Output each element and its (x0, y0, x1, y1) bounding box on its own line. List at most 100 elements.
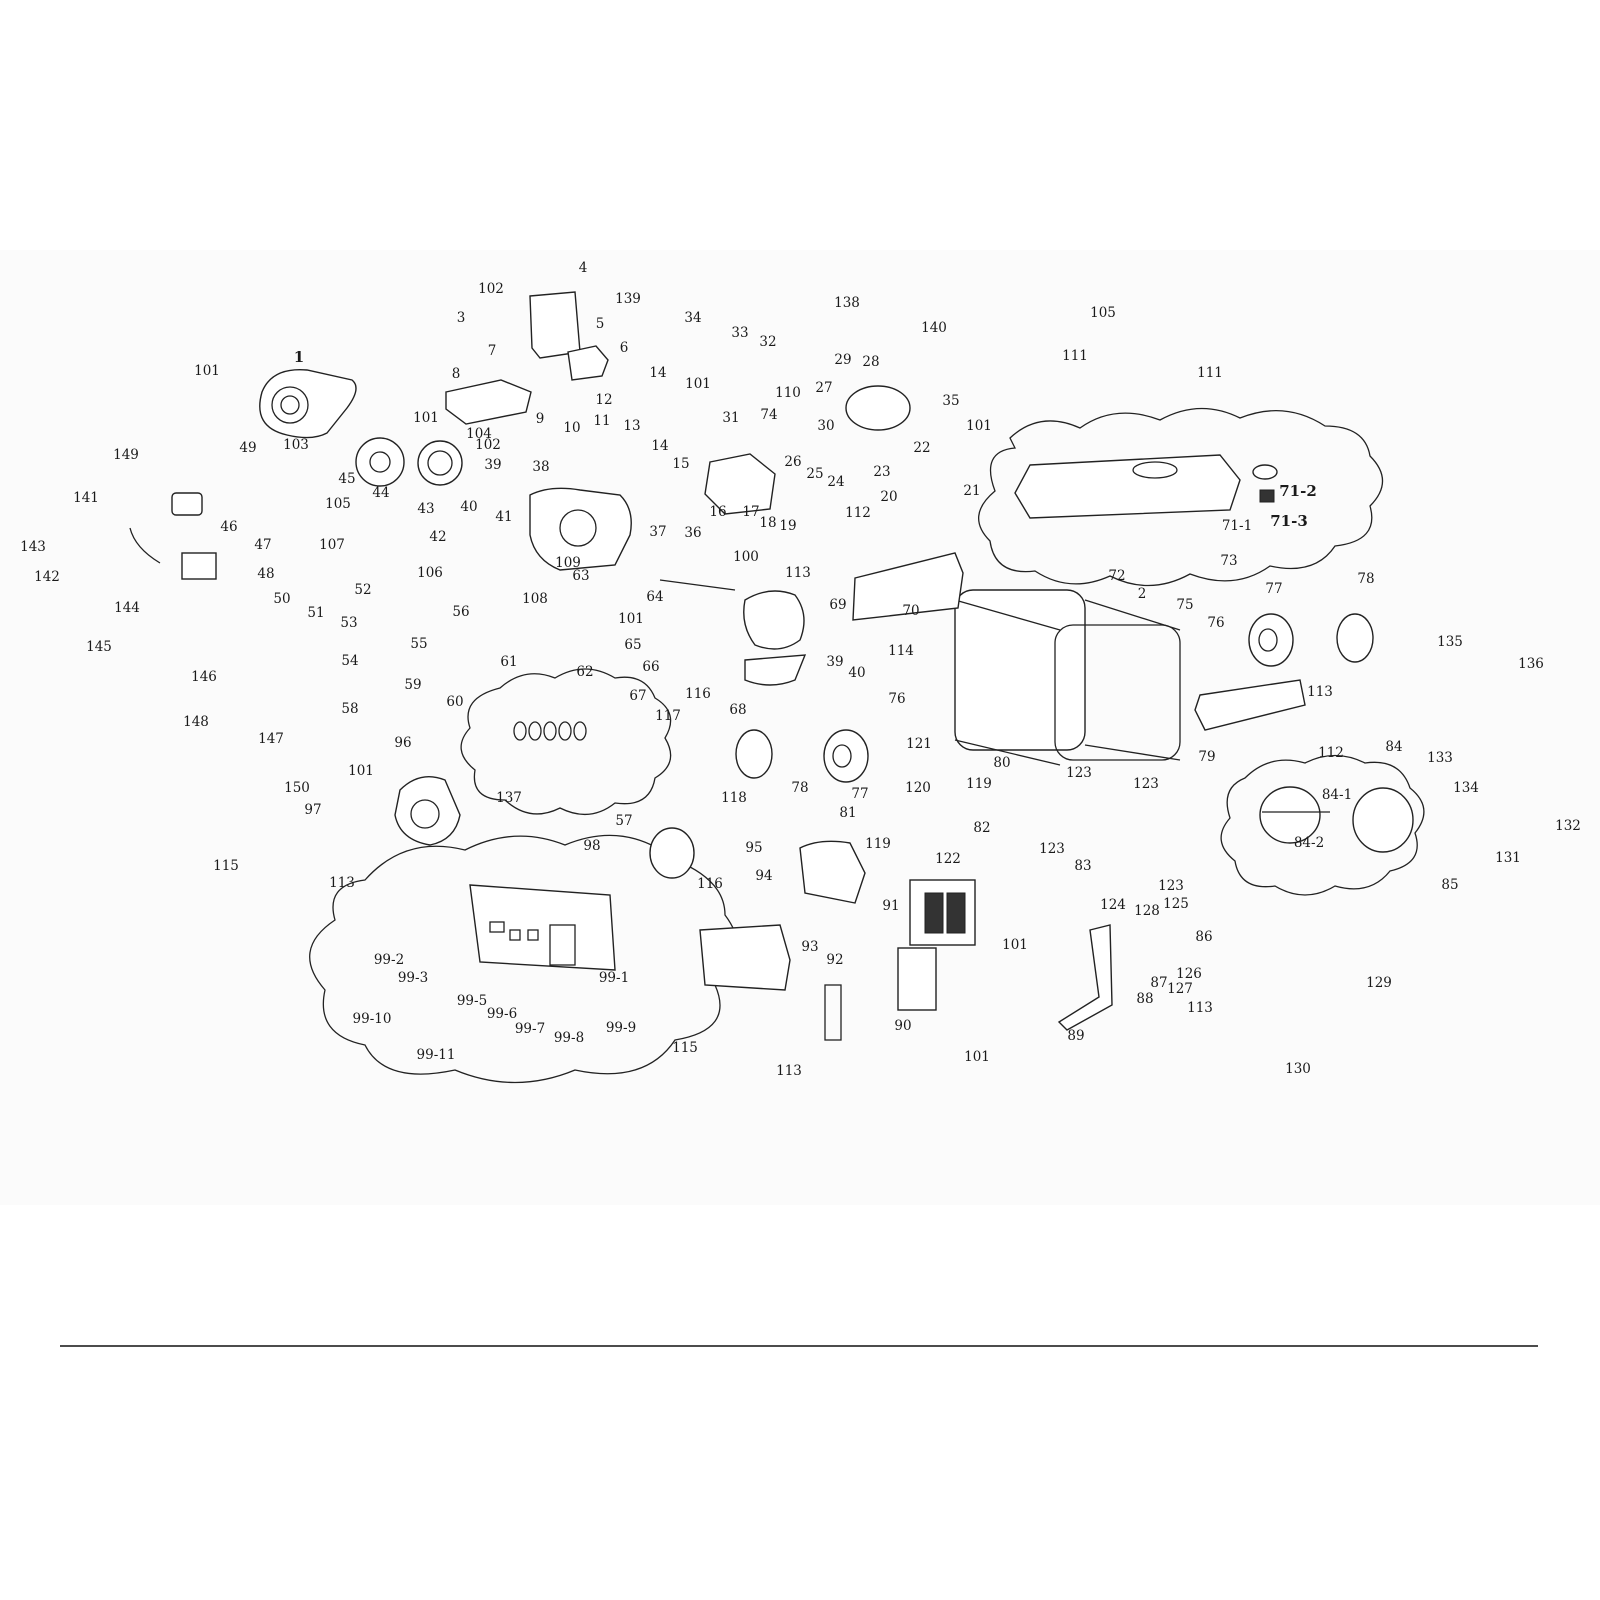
callout-c111a: 111 (1062, 348, 1088, 364)
callout-c24: 24 (827, 474, 844, 490)
callout-c84_1: 84-1 (1322, 787, 1352, 803)
callout-c88: 88 (1136, 991, 1153, 1007)
callout-c82: 82 (973, 820, 990, 836)
callout-c66: 66 (642, 659, 659, 675)
callout-c149: 149 (113, 447, 139, 463)
callout-c105b: 105 (1090, 305, 1116, 321)
callout-c76a: 76 (1207, 615, 1224, 631)
callout-c14b: 14 (651, 438, 668, 454)
fan-cover (445, 379, 532, 425)
callout-c62: 62 (576, 664, 593, 680)
callout-c113c: 113 (329, 875, 355, 891)
callout-c116b: 116 (697, 876, 723, 892)
callout-c29: 29 (834, 352, 851, 368)
callout-c147: 147 (258, 731, 284, 747)
air-cleaner (799, 840, 866, 904)
callout-c101f: 101 (348, 763, 374, 779)
callout-c27: 27 (815, 380, 832, 396)
callout-c39a: 39 (484, 457, 501, 473)
callout-c136: 136 (1518, 656, 1544, 672)
callout-c45: 45 (338, 471, 355, 487)
callout-c4: 4 (579, 260, 588, 276)
callout-c122: 122 (935, 851, 961, 867)
cylinder-head (704, 453, 776, 515)
callout-c123d: 123 (1158, 878, 1184, 894)
callout-c78b: 78 (791, 780, 808, 796)
callout-c102b: 102 (475, 437, 501, 453)
callout-c55: 55 (410, 636, 427, 652)
callout-c73: 73 (1220, 553, 1237, 569)
callout-c134: 134 (1453, 780, 1479, 796)
callout-c17: 17 (742, 504, 759, 520)
callout-c3: 3 (457, 310, 466, 326)
callout-c143: 143 (20, 539, 46, 555)
callout-c94: 94 (755, 868, 772, 884)
callout-c112a: 112 (845, 505, 871, 521)
callout-c43: 43 (417, 501, 434, 517)
callout-c37: 37 (649, 524, 666, 540)
air-filter-cover (529, 291, 581, 359)
callout-c26: 26 (784, 454, 801, 470)
callout-c71_2: 71-2 (1279, 482, 1317, 500)
callout-c46: 46 (220, 519, 237, 535)
callout-c39b: 39 (826, 654, 843, 670)
callout-c99_2: 99-2 (374, 952, 404, 968)
callout-c30: 30 (817, 418, 834, 434)
callout-c15: 15 (672, 456, 689, 472)
callout-c74: 74 (760, 407, 777, 423)
fuel-tank (1014, 454, 1278, 519)
callout-c97: 97 (304, 802, 321, 818)
callout-c92: 92 (826, 952, 843, 968)
callout-c19: 19 (779, 518, 796, 534)
callout-c12: 12 (595, 392, 612, 408)
callout-c101a: 101 (194, 363, 220, 379)
wheel-right (1248, 613, 1374, 667)
callout-c115a: 115 (213, 858, 239, 874)
callout-c140: 140 (921, 320, 947, 336)
callout-c20: 20 (880, 489, 897, 505)
frame (954, 589, 1181, 766)
callout-c71_1: 71-1 (1222, 518, 1252, 534)
callout-c61: 61 (500, 654, 517, 670)
callout-c14a: 14 (649, 365, 666, 381)
callout-c86: 86 (1195, 929, 1212, 945)
callout-c35: 35 (942, 393, 959, 409)
louver-panel (897, 879, 976, 1011)
control-panel (469, 884, 616, 971)
callout-c101c: 101 (685, 376, 711, 392)
callout-c104: 104 (466, 426, 492, 442)
callout-c138: 138 (834, 295, 860, 311)
callout-c18: 18 (759, 515, 776, 531)
callout-c99_11: 99-11 (417, 1047, 456, 1063)
callout-c81: 81 (839, 805, 856, 821)
flywheel (355, 437, 463, 487)
side-plate-lower (1194, 679, 1306, 731)
callout-c48: 48 (257, 566, 274, 582)
starter-motor (129, 492, 217, 580)
callout-c32: 32 (759, 334, 776, 350)
callout-c22: 22 (913, 440, 930, 456)
muffler-box (699, 924, 842, 1041)
callout-c144: 144 (114, 600, 140, 616)
callout-c93: 93 (801, 939, 818, 955)
callout-c9: 9 (536, 411, 545, 427)
callout-c51: 51 (307, 605, 324, 621)
gasket-kit-cloud (460, 668, 672, 815)
fuel-tank-cloud (977, 407, 1384, 587)
callout-c146: 146 (191, 669, 217, 685)
callout-c99_5: 99-5 (457, 993, 487, 1009)
callout-c70: 70 (902, 603, 919, 619)
callout-c41: 41 (495, 509, 512, 525)
callout-c99_8: 99-8 (554, 1030, 584, 1046)
callout-c89: 89 (1067, 1028, 1084, 1044)
callout-c137: 137 (496, 790, 522, 806)
callout-c79: 79 (1198, 749, 1215, 765)
callout-c109: 109 (555, 555, 581, 571)
callout-c69: 69 (829, 597, 846, 613)
callout-c141: 141 (73, 490, 99, 506)
callout-c68: 68 (729, 702, 746, 718)
callout-c98: 98 (583, 838, 600, 854)
recoil-starter-assembly (259, 368, 357, 439)
callout-c120: 120 (905, 780, 931, 796)
callout-c123b: 123 (1133, 776, 1159, 792)
